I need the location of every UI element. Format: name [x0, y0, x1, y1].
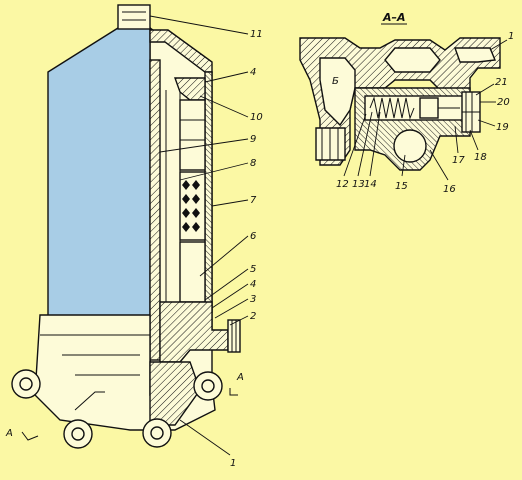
- cavity: [319, 57, 356, 127]
- callout-main: 11: [250, 29, 263, 40]
- base-section: [149, 361, 201, 426]
- valve-spring: [369, 96, 415, 120]
- top-bolt: [117, 4, 151, 30]
- callout-section: 20: [497, 97, 510, 108]
- cartridge-lower: [179, 241, 206, 303]
- spring-coils: [182, 180, 200, 232]
- callout-main: 6: [250, 231, 256, 242]
- callout-main: 10: [250, 112, 263, 123]
- cartridge-upper: [179, 99, 206, 171]
- section-view: A–A Б: [299, 11, 514, 195]
- drain-plug: [227, 319, 241, 353]
- callout-section: 12: [336, 179, 349, 190]
- callout-main: 2: [250, 311, 256, 322]
- callout-section: 13: [352, 179, 365, 190]
- section-title: A–A: [382, 11, 406, 24]
- callout-section: 1: [508, 31, 514, 42]
- main-leaders: [149, 15, 249, 456]
- callout-main: 1: [230, 458, 236, 469]
- inner-wall: [149, 59, 161, 361]
- section-cut-marker-left: A: [5, 428, 13, 439]
- callout-main: 7: [250, 195, 257, 206]
- callout-section: 17: [452, 155, 465, 166]
- callout-section: 15: [395, 181, 408, 192]
- mounting-lugs: [11, 369, 223, 449]
- callout-main: 4: [250, 67, 256, 78]
- section-leaders: [343, 39, 508, 181]
- callout-main: 3: [250, 294, 256, 305]
- callout-main: 4: [250, 279, 256, 290]
- section-cut-marker-right: A: [236, 372, 244, 383]
- callout-main: 9: [250, 134, 256, 145]
- callout-section: 16: [443, 184, 456, 195]
- callout-main: 8: [250, 158, 256, 169]
- callout-section: 21: [495, 77, 508, 88]
- channel: [393, 129, 427, 163]
- callout-main: 5: [250, 264, 256, 275]
- spring-chamber: [179, 171, 206, 241]
- main-view: A A 11 4 10 9 8 7 6 5 4 3 2 1: [5, 4, 263, 469]
- callout-section: 19: [496, 122, 509, 133]
- cavity-label: Б: [332, 76, 339, 87]
- callout-section: 14: [364, 179, 377, 190]
- outer-wall: [204, 71, 213, 313]
- callout-section: 18: [474, 152, 487, 163]
